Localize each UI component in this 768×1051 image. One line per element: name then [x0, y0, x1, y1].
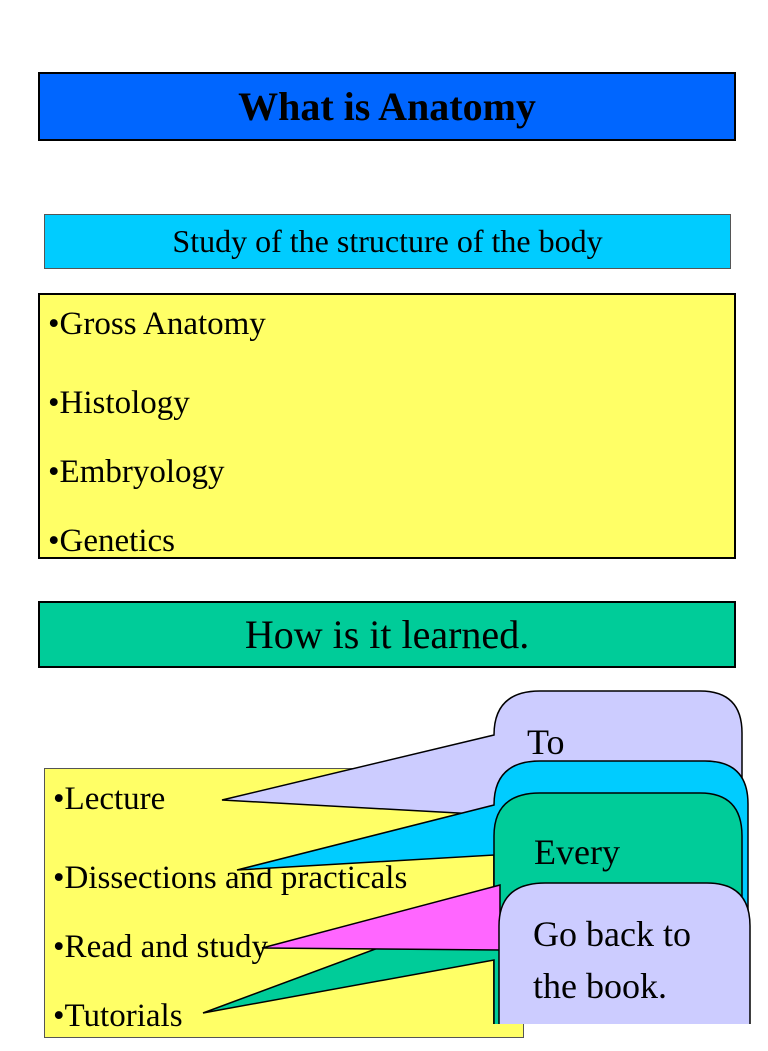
branches-list-box: •Gross Anatomy •Histology •Embryology •G… — [38, 293, 736, 559]
list-item: •Dissections and practicals — [53, 860, 408, 896]
callout-text-to: To — [527, 722, 565, 762]
callout-shapes — [202, 690, 751, 1024]
list-item: •Genetics — [48, 523, 176, 559]
list-item: •Lecture — [53, 781, 166, 817]
title-box: What is Anatomy — [38, 72, 736, 141]
list-item: •Embryology — [48, 454, 225, 490]
definition-text: Study of the structure of the body — [172, 223, 603, 259]
list-item: •Histology — [48, 385, 190, 421]
definition-box: Study of the structure of the body — [44, 214, 731, 269]
branches-list: •Gross Anatomy •Histology •Embryology •G… — [48, 301, 734, 576]
callout-text-every: Every — [534, 832, 620, 872]
callout-go-back — [498, 882, 751, 1024]
callout-text-go-back: Go back to — [533, 914, 691, 954]
slide-title: What is Anatomy — [238, 84, 536, 129]
how-learned-heading-box: How is it learned. — [38, 601, 736, 668]
callout-read-study — [261, 884, 501, 951]
list-item: •Read and study — [53, 929, 269, 965]
callout-text-the-book: the book. — [533, 966, 667, 1006]
how-learned-heading: How is it learned. — [244, 612, 530, 657]
methods-list: •Lecture •Dissections and practicals •Re… — [53, 777, 523, 1051]
list-item: •Gross Anatomy — [48, 306, 266, 342]
